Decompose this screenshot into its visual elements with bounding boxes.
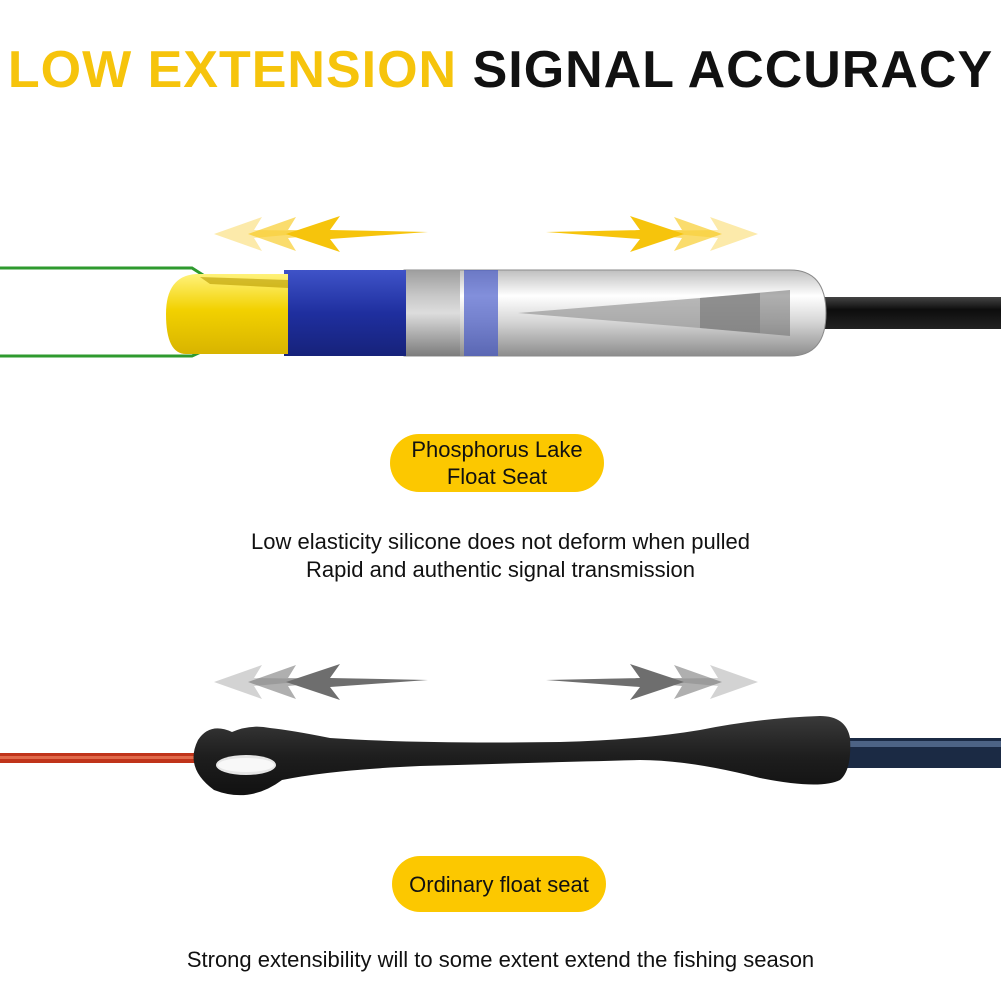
headline-dark: SIGNAL ACCURACY <box>472 41 994 99</box>
ordinary-float-seat <box>0 716 1001 796</box>
phosphorus-float-seat <box>0 266 1001 358</box>
caption-line-2: Rapid and authentic signal transmission <box>306 557 695 582</box>
label-ordinary-float-seat: Ordinary float seat <box>392 856 606 912</box>
headline-highlight: LOW EXTENSION <box>7 41 458 99</box>
black-rod-tip <box>810 297 1001 329</box>
caption-ordinary: Strong extensibility will to some extent… <box>186 947 815 972</box>
arrow-left-icon <box>286 664 428 700</box>
caption-phosphorus: Low elasticity silicone does not deform … <box>0 528 1001 584</box>
arrow-left-icon <box>286 216 428 252</box>
headline: LOW EXTENSION SIGNAL ACCURACY <box>0 38 1001 102</box>
label-line-2: Float Seat <box>446 464 548 489</box>
upper-left-arrows <box>214 216 428 252</box>
upper-right-arrows <box>546 216 758 252</box>
blue-band <box>284 270 406 356</box>
lower-right-arrows <box>546 664 758 700</box>
caption-line-1: Low elasticity silicone does not deform … <box>251 529 750 554</box>
arrow-right-icon <box>546 216 684 252</box>
label-phosphorus-float-seat: Phosphorus Lake Float Seat <box>390 434 604 492</box>
arrow-right-icon <box>546 664 684 700</box>
label-line-1: Phosphorus Lake <box>411 437 583 462</box>
lower-left-arrows <box>214 664 428 700</box>
black-rubber-body <box>193 716 851 796</box>
yellow-cap <box>166 274 288 354</box>
